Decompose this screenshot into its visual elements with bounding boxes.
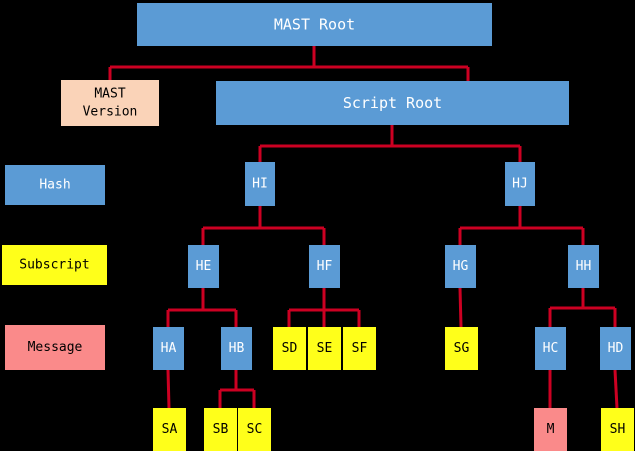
edge-HI-to-HE-HF bbox=[201, 206, 326, 245]
node-box[interactable] bbox=[221, 327, 252, 370]
node-hb[interactable]: HB bbox=[221, 327, 252, 370]
node-label: SG bbox=[454, 341, 470, 356]
node-box[interactable] bbox=[343, 327, 376, 370]
node-box[interactable] bbox=[273, 327, 306, 370]
node-box[interactable] bbox=[2, 245, 107, 285]
node-label: HC bbox=[543, 341, 559, 356]
edge-script-root-to-HI-HJ bbox=[258, 125, 522, 162]
legend-item-legend-subscript[interactable]: Subscript bbox=[2, 245, 107, 285]
node-label: Message bbox=[28, 340, 83, 355]
node-sc[interactable]: SC bbox=[238, 408, 271, 451]
node-label: Hash bbox=[39, 178, 70, 193]
node-sd[interactable]: SD bbox=[273, 327, 306, 370]
node-hd[interactable]: HD bbox=[600, 327, 631, 370]
node-he[interactable]: HE bbox=[188, 245, 219, 288]
node-label: HE bbox=[196, 259, 212, 274]
node-label: HG bbox=[453, 259, 469, 274]
node-label: Script Root bbox=[343, 94, 442, 112]
node-mast-root[interactable]: MAST Root bbox=[137, 3, 492, 46]
node-box[interactable] bbox=[204, 408, 237, 451]
node-label: MAST Root bbox=[274, 16, 355, 34]
node-box[interactable] bbox=[600, 327, 631, 370]
node-box[interactable] bbox=[601, 408, 634, 451]
node-box[interactable] bbox=[153, 408, 186, 451]
edge-HF-to-SD-SE-SF bbox=[287, 288, 361, 327]
node-label: HI bbox=[252, 177, 268, 192]
edge-HD-to-SH bbox=[613, 369, 619, 409]
node-label: MAST bbox=[94, 87, 125, 102]
node-sf[interactable]: SF bbox=[343, 327, 376, 370]
node-hg[interactable]: HG bbox=[445, 245, 476, 288]
node-label: SA bbox=[162, 422, 178, 437]
node-box[interactable] bbox=[5, 325, 105, 370]
node-box[interactable] bbox=[534, 408, 567, 451]
node-sh[interactable]: SH bbox=[601, 408, 634, 451]
node-label: HF bbox=[317, 259, 333, 274]
node-label: HB bbox=[229, 341, 245, 356]
node-label: HH bbox=[576, 259, 592, 274]
node-sg[interactable]: SG bbox=[445, 327, 478, 370]
node-label: SE bbox=[317, 341, 333, 356]
node-label: SD bbox=[282, 341, 298, 356]
edge-HA-to-SA bbox=[166, 369, 171, 409]
node-hh[interactable]: HH bbox=[568, 245, 599, 288]
node-mast-version[interactable]: MAST Version bbox=[61, 80, 159, 126]
node-label: SC bbox=[247, 422, 263, 437]
edge-HG-to-SG bbox=[458, 287, 463, 328]
node-box[interactable] bbox=[61, 80, 159, 126]
edge-HJ-to-HG-HH bbox=[458, 206, 585, 245]
node-hj[interactable]: HJ bbox=[505, 162, 535, 206]
node-box[interactable] bbox=[535, 327, 566, 370]
node-box[interactable] bbox=[445, 245, 476, 288]
node-box[interactable] bbox=[568, 245, 599, 288]
node-m[interactable]: M bbox=[534, 408, 567, 451]
edge-HB-to-SB-SC bbox=[218, 370, 256, 408]
node-label: SH bbox=[610, 422, 626, 437]
node-label: HD bbox=[608, 341, 624, 356]
node-box[interactable] bbox=[238, 408, 271, 451]
node-label: Version bbox=[83, 105, 138, 120]
node-sa[interactable]: SA bbox=[153, 408, 186, 451]
node-hc[interactable]: HC bbox=[535, 327, 566, 370]
node-label: Subscript bbox=[19, 258, 89, 273]
edge-HE-to-HA-HB bbox=[166, 288, 238, 327]
edge-mast-root-to-mast-version-script-root bbox=[108, 46, 470, 81]
legend-item-legend-hash[interactable]: Hash bbox=[5, 165, 105, 205]
edges-layer bbox=[108, 46, 619, 409]
edge-HH-to-HC-HD bbox=[548, 288, 617, 327]
node-label: SB bbox=[213, 422, 229, 437]
legend-item-legend-message[interactable]: Message bbox=[5, 325, 105, 370]
node-ha[interactable]: HA bbox=[153, 327, 184, 370]
node-box[interactable] bbox=[245, 162, 275, 206]
node-se[interactable]: SE bbox=[308, 327, 341, 370]
node-box[interactable] bbox=[153, 327, 184, 370]
node-script-root[interactable]: Script Root bbox=[216, 81, 569, 125]
node-box[interactable] bbox=[308, 327, 341, 370]
node-box[interactable] bbox=[505, 162, 535, 206]
node-box[interactable] bbox=[188, 245, 219, 288]
node-sb[interactable]: SB bbox=[204, 408, 237, 451]
node-hi[interactable]: HI bbox=[245, 162, 275, 206]
node-box[interactable] bbox=[137, 3, 492, 46]
node-box[interactable] bbox=[216, 81, 569, 125]
node-box[interactable] bbox=[5, 165, 105, 205]
node-box[interactable] bbox=[309, 245, 340, 288]
node-label: SF bbox=[352, 341, 368, 356]
node-label: HJ bbox=[512, 177, 528, 192]
node-hf[interactable]: HF bbox=[309, 245, 340, 288]
node-box[interactable] bbox=[445, 327, 478, 370]
node-label: HA bbox=[161, 341, 177, 356]
node-label: M bbox=[547, 422, 555, 437]
